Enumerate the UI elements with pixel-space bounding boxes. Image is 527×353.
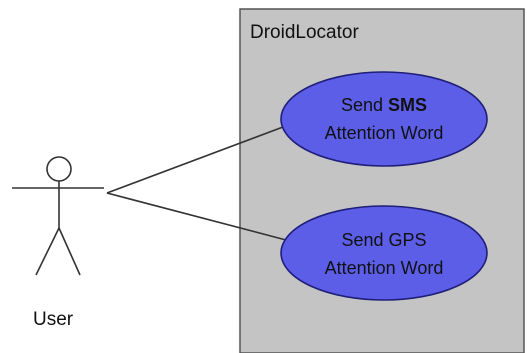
association-sms: [106, 126, 284, 194]
use-case-send-gps: Send GPS Attention Word: [280, 205, 488, 301]
system-title: DroidLocator: [250, 22, 359, 43]
use-case-send-sms-line1: Send SMS: [341, 95, 427, 115]
use-case-send-sms-word-sms: SMS: [388, 95, 427, 115]
use-case-send-sms-word-send: Send: [341, 95, 388, 115]
use-case-send-gps-line2: Attention Word: [325, 258, 444, 278]
use-case-send-gps-line1: Send GPS: [341, 230, 426, 250]
use-case-send-sms-ellipse: [280, 71, 488, 167]
use-case-send-sms: Send SMS Attention Word: [280, 71, 488, 167]
actor-head: [46, 156, 72, 182]
use-case-send-gps-ellipse: [280, 205, 488, 301]
association-gps: [106, 192, 287, 241]
actor-stick-figure: [12, 156, 104, 276]
system-boundary: [239, 8, 525, 353]
actor-right-leg: [58, 227, 81, 276]
actor-left-leg: [35, 227, 60, 276]
actor-label: User: [33, 309, 74, 330]
use-case-send-sms-line2: Attention Word: [325, 123, 444, 143]
